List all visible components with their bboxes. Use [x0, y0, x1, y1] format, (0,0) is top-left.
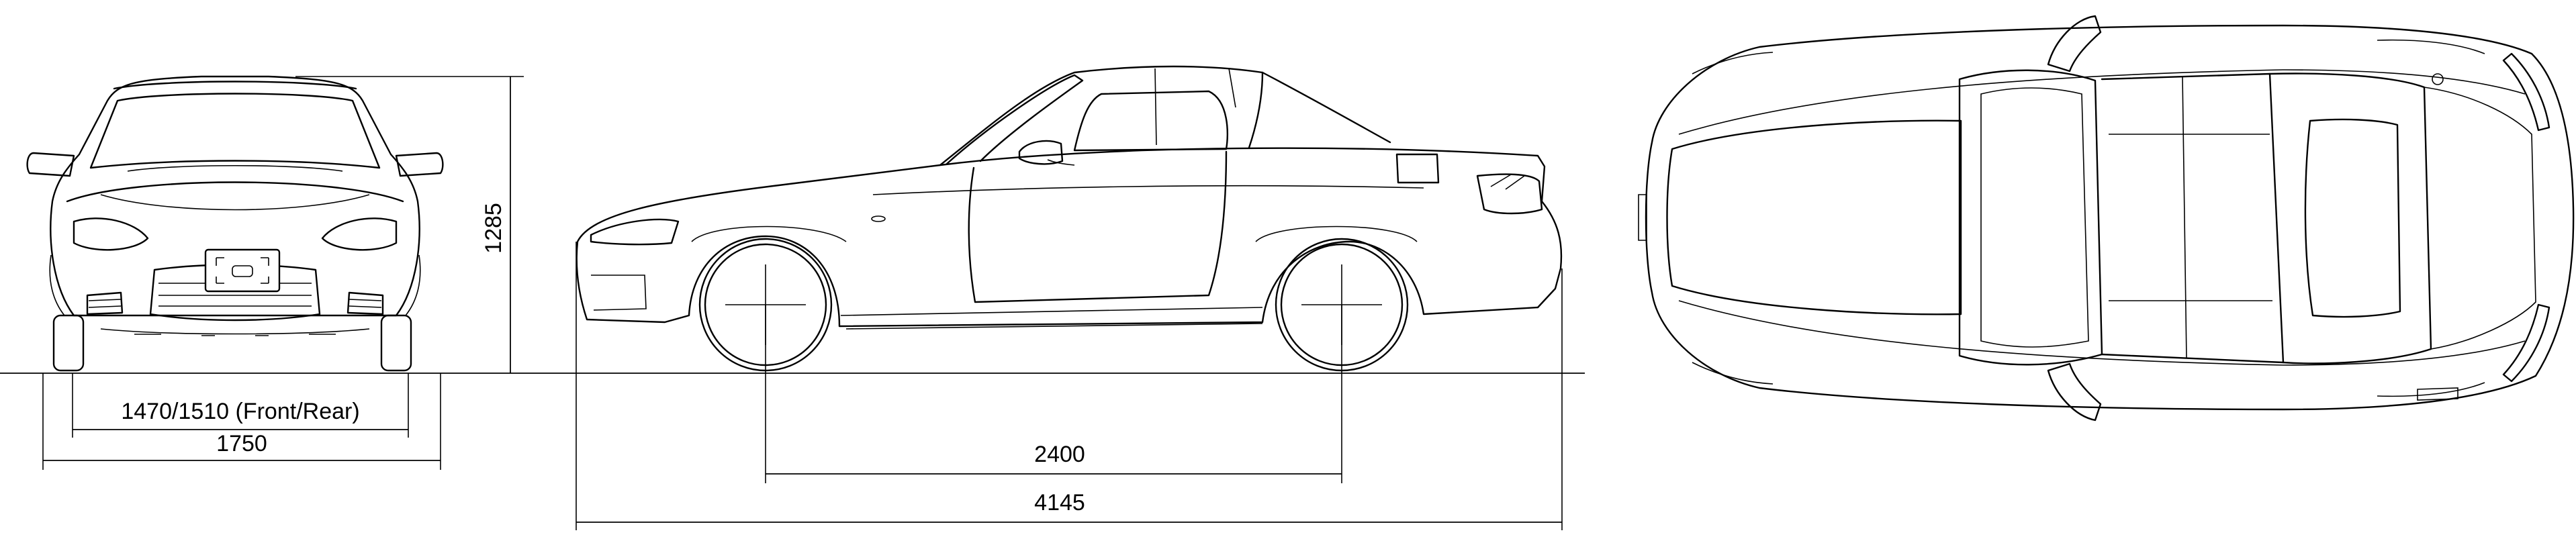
front-track-dimension: 1470/1510 (Front/Rear) — [72, 373, 409, 438]
top-view — [1638, 15, 2575, 422]
front-rear-track-label: 1470/1510 (Front/Rear) — [121, 399, 359, 424]
overall-length-label: 4145 — [1034, 490, 1085, 515]
side-view — [576, 65, 1563, 372]
front-view — [26, 75, 444, 372]
wheelbase-label: 2400 — [1034, 442, 1085, 467]
overall-width-label: 1750 — [216, 431, 267, 456]
wheelbase-dimension: 2400 — [765, 305, 1342, 483]
overall-height-label: 1285 — [481, 203, 506, 254]
overall-length-dimension: 4145 — [576, 242, 1563, 530]
overall-height-dimension: 1285 — [295, 76, 524, 373]
overall-width-dimension: 1750 — [42, 373, 441, 470]
